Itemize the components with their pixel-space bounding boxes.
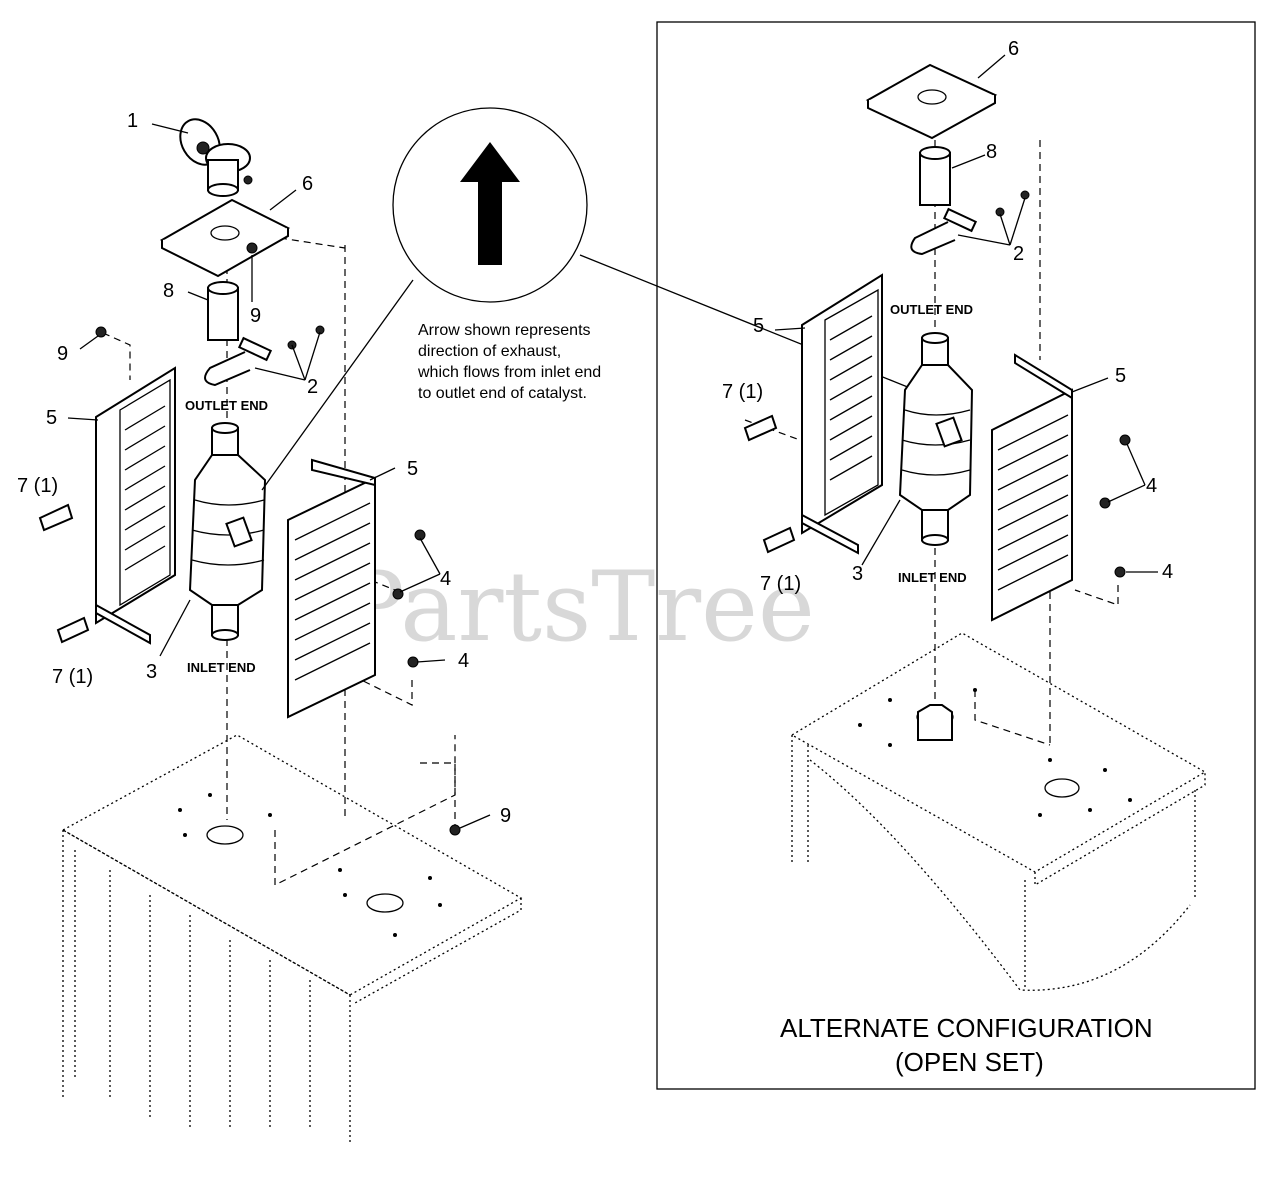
callout-7-left-upper: 7 (1) [17,475,58,497]
right-pipe [919,146,951,206]
callout-4-left-mid: 4 [440,568,451,590]
left-screw-upper [414,529,426,541]
alternate-config-title: ALTERNATE CONFIGURATION [780,1013,1153,1043]
right-assembly: 6 8 2 5 5 7 (1) 4 4 3 7 (1) OUTLET END I… [722,38,1207,1077]
left-louver-panel-back [95,366,176,645]
callout-7-right-upper: 7 (1) [722,381,763,403]
outlet-end-label-left: OUTLET END [185,398,268,413]
right-louver-panel-back [801,273,883,555]
left-screw-lower [407,656,419,668]
right-label-decal-upper [743,414,778,442]
left-nut-base [449,824,461,836]
callout-9-base: 9 [500,805,511,827]
callout-3-left: 3 [146,661,157,683]
left-label-decal-upper [38,503,74,532]
callout-3-right: 3 [852,563,863,585]
left-top-plate [159,198,291,278]
callout-5-right-back: 5 [753,315,764,337]
right-catalyst [898,332,974,546]
callout-5-left-back: 5 [46,407,57,429]
right-screw-mid [1099,497,1111,509]
callout-5-left-front: 5 [407,458,418,480]
callout-9-upper: 9 [57,343,68,365]
outlet-end-label-right: OUTLET END [890,302,973,317]
left-nut-upper [95,326,107,338]
left-pipe [207,281,239,341]
note-line-2: direction of exhaust, [418,343,561,360]
callout-7-left-lower: 7 (1) [52,666,93,688]
left-catalyst [188,422,267,641]
alternate-config-subtitle: (OPEN SET) [895,1047,1044,1077]
callout-4-right-lower: 4 [1162,561,1173,583]
inlet-end-label-left: INLET END [187,660,256,675]
left-rain-cap [179,118,253,197]
right-top-plate [865,63,998,140]
callout-4-right-mid: 4 [1146,475,1157,497]
callout-1: 1 [127,110,138,132]
callout-2-left: 2 [307,376,318,398]
callout-6-left: 6 [302,173,313,195]
callout-8-left: 8 [163,280,174,302]
right-louver-panel-front [991,353,1073,622]
callout-6-right: 6 [1008,38,1019,60]
right-label-decal-lower [762,526,796,554]
callout-8-right: 8 [986,141,997,163]
callout-7-right-lower: 7 (1) [760,573,801,595]
right-screw-upper [1119,434,1131,446]
note-line-3: which flows from inlet end [417,364,601,381]
left-assembly: 1 6 8 9 9 2 5 5 7 (1) 4 7 (1) 3 4 9 OUTL… [17,110,523,1145]
up-arrow-icon [460,142,520,265]
callout-9-plate: 9 [250,305,261,327]
left-nut-plate [246,242,258,254]
callout-5-right-front: 5 [1115,365,1126,387]
note-line-1: Arrow shown represents [418,322,591,339]
note-line-4: to outlet end of catalyst. [418,385,587,402]
left-screw-mid [392,588,404,600]
callout-4-left-lower: 4 [458,650,469,672]
left-u-bolt [204,325,325,387]
left-label-decal-lower [56,616,90,644]
alternate-config-frame [656,21,1256,1090]
left-louver-panel-front [287,458,376,719]
inlet-end-label-right: INLET END [898,570,967,585]
callout-2-right: 2 [1013,243,1024,265]
right-u-bolt [910,190,1030,256]
watermark-text: PartsTree [340,551,815,663]
left-housing [61,734,523,1145]
right-base-frame [790,632,1207,991]
right-screw-lower [1114,566,1126,578]
